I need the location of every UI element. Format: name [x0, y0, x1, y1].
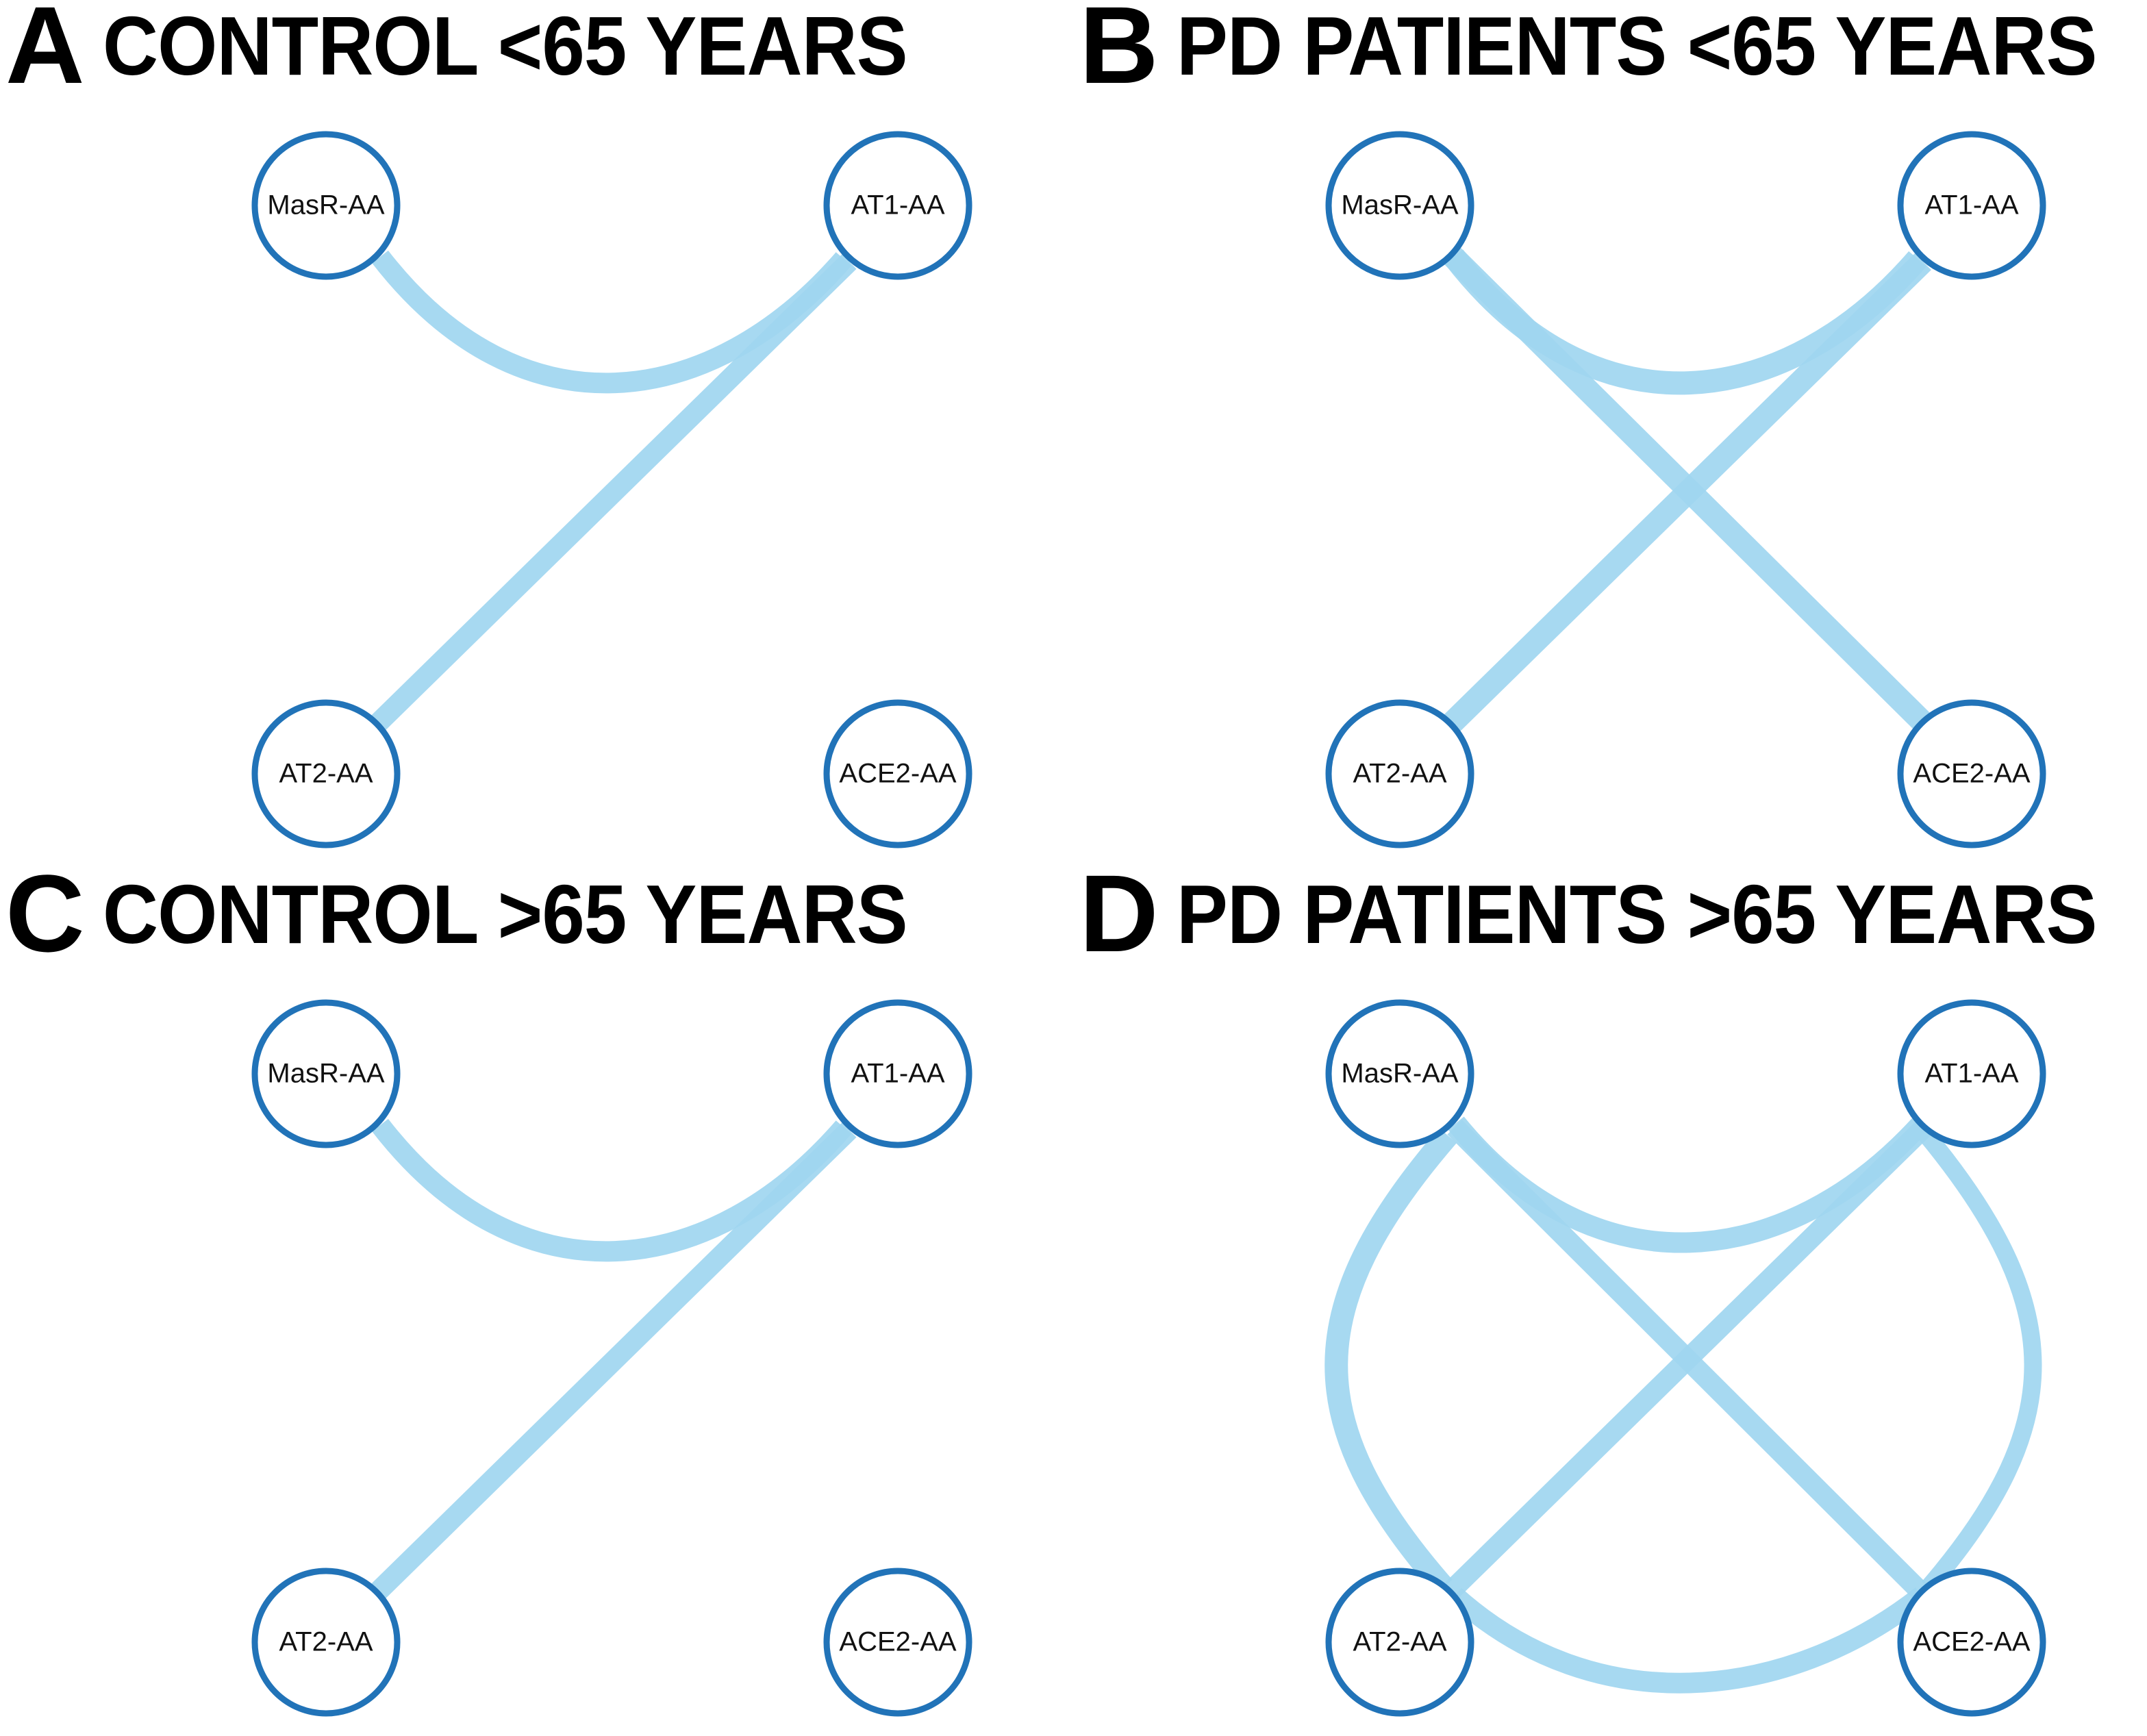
panel-a: A CONTROL <65 YEARS MasR-AA AT1-AA AT2-A… — [0, 0, 1073, 868]
panel-letter-d: D — [1079, 852, 1159, 974]
node-at2-aa[interactable]: AT2-AA — [1325, 1568, 1474, 1717]
node-label-ace2: ACE2-AA — [1913, 759, 2030, 789]
edge-at2-at1[interactable] — [370, 254, 857, 731]
node-label-ace2: ACE2-AA — [1913, 1627, 2030, 1657]
node-label-masr: MasR-AA — [267, 1059, 384, 1089]
panel-letter-b: B — [1079, 0, 1159, 106]
edge-at2-ace2[interactable] — [1447, 1587, 1929, 1694]
network-graph-a: MasR-AA AT1-AA AT2-AA ACE2-AA — [251, 131, 972, 848]
node-label-at1: AT1-AA — [1924, 190, 2018, 221]
edge-at2-at1[interactable] — [1443, 253, 1931, 733]
node-label-ace2: ACE2-AA — [839, 759, 956, 789]
panel-b: B PD PATIENTS <65 YEARS MasR-AA AT1-AA — [1074, 0, 2147, 868]
node-label-masr: MasR-AA — [1341, 1059, 1458, 1089]
node-masr-aa[interactable]: MasR-AA — [1325, 131, 1474, 280]
node-at2-aa[interactable]: AT2-AA — [1325, 699, 1474, 848]
node-ace2-aa[interactable]: ACE2-AA — [1897, 699, 2046, 848]
node-label-at1: AT1-AA — [851, 190, 944, 221]
panel-title-d: PD PATIENTS >65 YEARS — [1177, 868, 2097, 961]
edge-at2-at1[interactable] — [370, 1122, 857, 1600]
node-at1-aa[interactable]: AT1-AA — [1897, 999, 2046, 1148]
network-graph-d: MasR-AA AT1-AA AT2-AA ACE2-AA — [1324, 999, 2046, 1717]
node-label-masr: MasR-AA — [1341, 190, 1458, 221]
edge-group-a — [370, 250, 857, 731]
edge-masr-at1[interactable] — [1448, 1116, 1928, 1253]
panel-letter-c: C — [5, 852, 85, 974]
node-masr-aa[interactable]: MasR-AA — [251, 131, 401, 280]
edge-masr-at1[interactable] — [372, 250, 852, 394]
node-ace2-aa[interactable]: ACE2-AA — [1897, 1568, 2046, 1717]
node-label-at2: AT2-AA — [1353, 1627, 1446, 1657]
node-label-masr: MasR-AA — [267, 190, 384, 221]
edge-at1-ace2[interactable] — [1918, 1128, 2042, 1594]
node-ace2-aa[interactable]: ACE2-AA — [823, 699, 972, 848]
panel-c: C CONTROL >65 YEARS MasR-AA AT1-AA AT2-A… — [0, 859, 1073, 1736]
node-masr-aa[interactable]: MasR-AA — [251, 999, 401, 1148]
node-label-ace2: ACE2-AA — [839, 1627, 956, 1657]
node-label-at2: AT2-AA — [279, 759, 373, 789]
node-label-at1: AT1-AA — [851, 1059, 944, 1089]
node-label-at1: AT1-AA — [1924, 1059, 2018, 1089]
node-group-b: MasR-AA AT1-AA AT2-AA ACE2-AA — [1325, 131, 2046, 848]
panel-letter-a: A — [5, 0, 85, 106]
node-at1-aa[interactable]: AT1-AA — [823, 999, 972, 1148]
node-group-c: MasR-AA AT1-AA AT2-AA ACE2-AA — [251, 999, 972, 1717]
edge-group-d — [1324, 1116, 2042, 1694]
node-label-at2: AT2-AA — [1353, 759, 1446, 789]
edge-at2-at1[interactable] — [1444, 1121, 1931, 1598]
node-at1-aa[interactable]: AT1-AA — [1897, 131, 2046, 280]
edge-masr-at2[interactable] — [1324, 1127, 1457, 1596]
node-masr-aa[interactable]: MasR-AA — [1325, 999, 1474, 1148]
edge-group-b — [1443, 246, 1931, 733]
node-ace2-aa[interactable]: ACE2-AA — [823, 1568, 972, 1717]
panel-title-a: CONTROL <65 YEARS — [103, 0, 908, 92]
node-at2-aa[interactable]: AT2-AA — [251, 699, 401, 848]
panel-d: D PD PATIENTS >65 YEARS MasR-AA AT1-AA — [1074, 859, 2147, 1736]
edge-masr-at1[interactable] — [372, 1118, 852, 1262]
node-at1-aa[interactable]: AT1-AA — [823, 131, 972, 280]
edge-group-c — [370, 1118, 857, 1600]
panel-title-b: PD PATIENTS <65 YEARS — [1177, 0, 2097, 92]
node-group-a: MasR-AA AT1-AA AT2-AA ACE2-AA — [251, 131, 972, 848]
node-at2-aa[interactable]: AT2-AA — [251, 1568, 401, 1717]
node-label-at2: AT2-AA — [279, 1627, 373, 1657]
node-group-d: MasR-AA AT1-AA AT2-AA ACE2-AA — [1325, 999, 2046, 1717]
network-graph-c: MasR-AA AT1-AA AT2-AA ACE2-AA — [251, 999, 972, 1717]
panel-title-c: CONTROL >65 YEARS — [103, 868, 908, 961]
network-graph-b: MasR-AA AT1-AA AT2-AA ACE2-AA — [1325, 131, 2046, 848]
